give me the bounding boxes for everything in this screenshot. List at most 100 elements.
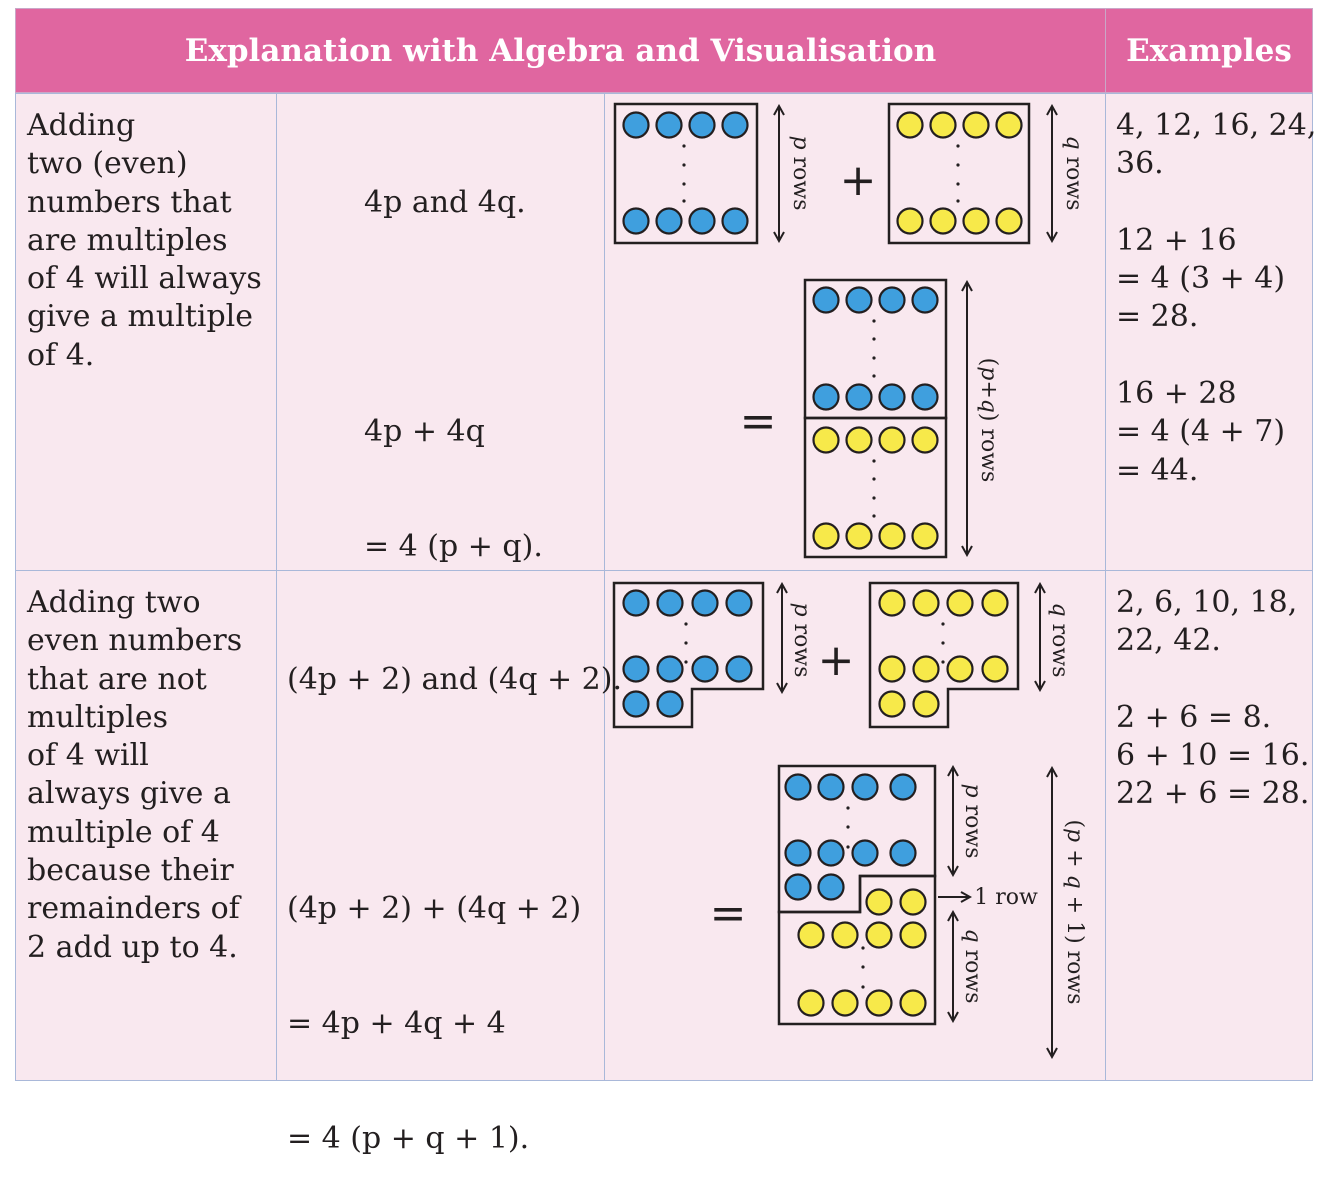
row2-total-rows-label: (p + q + 1) rows: [1062, 819, 1087, 1004]
text-line: 2 add up to 4.: [27, 929, 238, 965]
ellipsis-dot: [861, 985, 865, 989]
ellipsis-dot: [956, 199, 960, 203]
text-line: remainders of: [27, 891, 240, 927]
text-line: of 4.: [27, 337, 95, 373]
row1-box-4p: [613, 102, 759, 245]
text-line: two (even): [27, 146, 188, 182]
ellipsis-dot: [872, 514, 876, 518]
blue-counter: [889, 773, 917, 801]
blue-counter: [656, 655, 684, 683]
row2-statement-cell: [15, 570, 277, 1081]
text-line: 4, 12, 16, 24,: [1116, 108, 1317, 143]
header-explanation: Explanation with Algebra and Visualisati…: [15, 8, 1106, 93]
ellipsis-dot: [872, 496, 876, 500]
row2-sum-p-rows-label: p rows: [960, 784, 985, 859]
blue-counter: [812, 383, 840, 411]
yellow-counter: [899, 921, 927, 949]
yellow-counter: [911, 522, 939, 550]
yellow-counter: [929, 111, 957, 139]
yellow-counter: [899, 888, 927, 916]
row2-sum-q-rows-label: q rows: [960, 929, 985, 1004]
ellipsis-dot: [682, 182, 686, 186]
text-line: Adding two: [27, 585, 201, 620]
yellow-counter: [896, 207, 924, 235]
row1-q-rows-label: q rows: [1061, 136, 1086, 211]
ellipsis-dot: [941, 660, 945, 664]
ellipsis-dot: [846, 825, 850, 829]
ellipsis-dot: [956, 144, 960, 148]
header-examples: Examples: [1105, 8, 1313, 93]
yellow-counter: [929, 207, 957, 235]
text-line: 36.: [1116, 146, 1164, 182]
blue-counter: [656, 589, 684, 617]
yellow-counter: [878, 589, 906, 617]
yellow-counter: [995, 111, 1023, 139]
row1-box-sum-yellow: [803, 416, 948, 559]
counter-diagrams: + = + = p rows q rows (p+q) rows p rows …: [612, 102, 1087, 1098]
yellow-counter: [962, 111, 990, 139]
text-line: even numbers: [27, 623, 243, 659]
yellow-counter: [878, 655, 906, 683]
blue-counter: [622, 690, 650, 718]
row2-plus-sign: +: [818, 635, 855, 686]
blue-counter: [845, 286, 873, 314]
ellipsis-dot: [872, 337, 876, 341]
blue-counter: [878, 286, 906, 314]
blue-counter: [911, 286, 939, 314]
text-line: [1116, 661, 1309, 699]
blue-counter: [688, 207, 716, 235]
text-line: 12 + 16: [1116, 222, 1237, 258]
algebra-line: = 4p + 4q + 4: [287, 1006, 506, 1042]
yellow-counter: [962, 207, 990, 235]
text-line: Adding: [27, 108, 136, 143]
text-line: of 4 will: [27, 738, 149, 774]
text-line: = 4 (4 + 7): [1116, 414, 1286, 450]
text-line: 2 + 6 = 8.: [1116, 699, 1272, 735]
yellow-counter: [797, 921, 825, 949]
blue-counter: [622, 111, 650, 139]
yellow-counter: [899, 989, 927, 1017]
yellow-counter: [797, 989, 825, 1017]
row1-box-4q: [887, 102, 1031, 245]
yellow-counter: [878, 426, 906, 454]
yellow-counter: [831, 989, 859, 1017]
row1-diagram-cell: [604, 93, 1106, 571]
ellipsis-dot: [861, 965, 865, 969]
ellipsis-dot: [872, 459, 876, 463]
row1-p-rows-label: p rows: [788, 136, 813, 211]
ellipsis-dot: [941, 622, 945, 626]
row2-examples-cell: [1105, 570, 1313, 1081]
blue-counter: [688, 111, 716, 139]
yellow-counter: [845, 522, 873, 550]
yellow-counter: [912, 655, 940, 683]
row1-equals-sign: =: [740, 396, 777, 447]
blue-counter: [817, 839, 845, 867]
blue-counter: [691, 589, 719, 617]
yellow-counter: [812, 522, 840, 550]
text-line: 6 + 10 = 16.: [1116, 738, 1310, 774]
blue-counter: [817, 873, 845, 901]
text-line: of 4 will always: [27, 261, 262, 297]
text-line: = 44.: [1116, 452, 1199, 488]
text-line: [1116, 184, 1316, 222]
header-explanation-label: Explanation with Algebra and Visualisati…: [184, 32, 937, 69]
row1-examples-cell: [1105, 93, 1313, 571]
ellipsis-dot: [861, 946, 865, 950]
row2-shape-sum-yellow: [777, 874, 937, 1026]
yellow-counter: [946, 655, 974, 683]
row2-shape-4p-plus-2: [612, 581, 765, 729]
row2-p-rows-label: p rows: [789, 603, 814, 678]
text-line: are multiples: [27, 222, 228, 258]
header-examples-label: Examples: [1126, 32, 1292, 69]
yellow-counter: [912, 589, 940, 617]
blue-counter: [784, 839, 812, 867]
blue-counter: [784, 873, 812, 901]
blue-counter: [851, 773, 879, 801]
algebra-line: [287, 775, 622, 813]
blue-counter: [721, 111, 749, 139]
yellow-counter: [865, 888, 893, 916]
text-line: = 28.: [1116, 299, 1199, 335]
text-line: give a multiple: [27, 299, 254, 335]
